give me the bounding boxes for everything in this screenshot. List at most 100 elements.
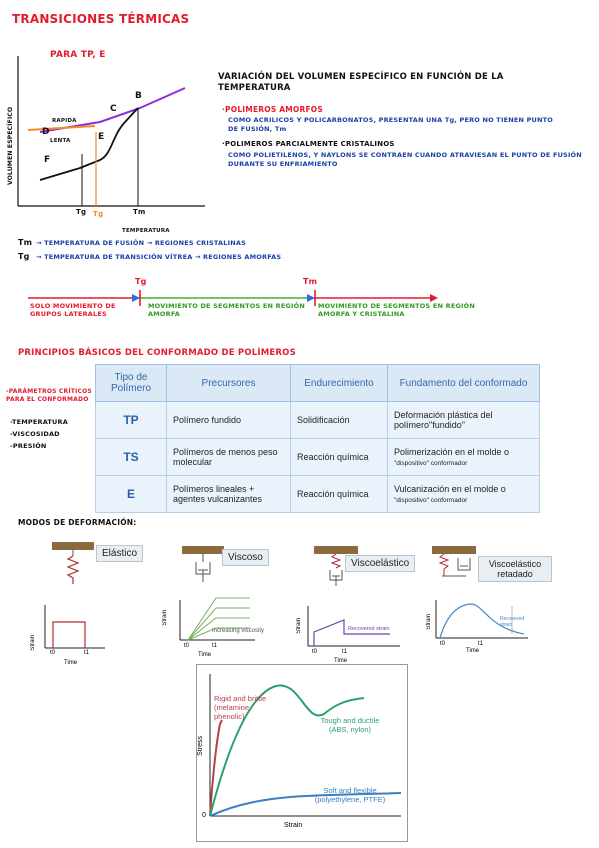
retarded-note: Recovered strain xyxy=(500,616,525,628)
stress-ylabel: Stress xyxy=(197,736,204,756)
cell-text: Polimerización en el molde o xyxy=(394,447,510,457)
table-cell: E xyxy=(95,475,167,513)
cell-note: "dispositivo" conformador xyxy=(394,497,468,504)
table-header: Endurecimiento xyxy=(290,364,388,402)
tg-definition: → TEMPERATURA DE TRANSICIÓN VÍTREA → REG… xyxy=(36,253,282,261)
tough-curve xyxy=(209,684,365,817)
page-title: TRANSICIONES TÉRMICAS xyxy=(12,12,190,26)
modes-heading: MODOS DE DEFORMACIÓN: xyxy=(18,518,137,527)
table-header: Precursores xyxy=(166,364,291,402)
table-header: Fundamento del conformado xyxy=(387,364,540,402)
conformado-table: Tipo de Polímero Precursores Endurecimie… xyxy=(95,364,540,513)
slow-cooling-curve xyxy=(39,107,139,181)
label-c: C xyxy=(110,104,117,114)
viscous-t1: t1 xyxy=(212,643,218,649)
label-tg-orange: Tg xyxy=(93,210,104,218)
table-cell: TS xyxy=(95,438,167,476)
table-row: TS Polímeros de menos peso molecular Rea… xyxy=(95,438,540,476)
retarded-label: Viscoelástico retadado xyxy=(478,556,552,582)
timeline-tm: Tm xyxy=(303,277,318,286)
label-tg: Tg xyxy=(76,208,87,216)
graph-description-heading: VARIACIÓN DEL VOLUMEN ESPECÍFICO EN FUNC… xyxy=(218,72,504,93)
transition-timeline xyxy=(28,290,438,306)
stress-strain-frame xyxy=(196,664,408,842)
viscous-time: Time xyxy=(198,652,212,658)
timeline-seg2: MOVIMIENTO DE SEGMENTOS EN REGIÓN AMORFA xyxy=(148,302,305,318)
tm-abbr: Tm xyxy=(18,238,33,247)
elastic-label: Elástico xyxy=(96,545,144,562)
param-1: -TEMPERATURA xyxy=(10,418,68,426)
stress-origin: 0 xyxy=(202,812,206,819)
page-subtitle: PARA TP, E xyxy=(50,50,106,60)
elastic-t0: t0 xyxy=(50,650,56,656)
tm-definition: → TEMPERATURA DE FUSIÓN → REGIONES CRIST… xyxy=(36,239,246,247)
viscous-note: Increasing viscosity xyxy=(212,628,265,634)
table-cell: Polímeros de menos peso molecular xyxy=(166,438,291,476)
viscous-t0: t0 xyxy=(184,643,190,649)
viscous-diagram xyxy=(179,546,255,641)
tg-abbr: Tg xyxy=(18,252,30,261)
rapid-cooling-curve xyxy=(27,125,96,131)
viscoelastic-note: Recovered strain xyxy=(348,626,390,632)
elastic-diagram xyxy=(44,542,105,649)
label-lenta: LENTA xyxy=(50,138,71,144)
table-cell: Solidificación xyxy=(290,401,388,439)
viscous-label: Viscoso xyxy=(222,549,269,566)
viscoelastic-strain: Strain xyxy=(296,618,302,634)
amorfos-title: ·POLIMEROS AMORFOS xyxy=(222,105,323,114)
label-f: F xyxy=(44,155,51,165)
table-cell: Polímero fundido xyxy=(166,401,291,439)
tough-label: Tough and ductile (ABS, nylon) xyxy=(320,716,380,734)
param-3: -PRESIÓN xyxy=(10,442,47,450)
table-row: TP Polímero fundido Solidificación Defor… xyxy=(95,401,540,439)
table-row: E Polímeros lineales + agentes vulcaniza… xyxy=(95,475,540,513)
stress-xlabel: Strain xyxy=(284,822,303,829)
retarded-time: Time xyxy=(466,648,480,654)
table-cell: Deformación plástica del polímero"fundid… xyxy=(387,401,540,439)
stress-strain-chart xyxy=(209,674,402,817)
viscoelastic-t0: t0 xyxy=(312,649,318,655)
cristalinos-text: COMO POLIETILENOS, Y NAYLONS SE CONTRAEN… xyxy=(228,151,582,168)
elastic-time: Time xyxy=(64,660,78,666)
cell-text: Vulcanización en el molde o xyxy=(394,484,506,494)
principles-heading: PRINCIPIOS BÁSICOS DEL CONFORMADO DE POL… xyxy=(18,348,296,358)
table-cell: Polímeros lineales + agentes vulcanizant… xyxy=(166,475,291,513)
label-b: B xyxy=(135,91,143,101)
timeline-seg3: MOVIMIENTO DE SEGMENTOS EN REGIÓN AMORFA… xyxy=(318,302,475,318)
label-rapida: RAPIDA xyxy=(52,118,77,124)
viscous-strain: Strain xyxy=(162,610,168,626)
table-cell: Vulcanización en el molde o "dispositivo"… xyxy=(387,475,540,513)
label-d: D xyxy=(42,127,50,137)
elastic-t1: t1 xyxy=(84,650,90,656)
params-title: -PARÁMETROS CRÍTICOS PARA EL CONFORMADO xyxy=(6,388,92,403)
table-header: Tipo de Polímero xyxy=(95,364,167,402)
timeline-seg1: SOLO MOVIMIENTO DE GRUPOS LATERALES xyxy=(30,302,116,318)
label-e: E xyxy=(98,132,105,142)
graph-xlabel: TEMPERATURA xyxy=(122,228,170,234)
table-cell: Reacción química xyxy=(290,438,388,476)
amorfos-text: COMO ACRILICOS Y POLICARBONATOS, PRESENT… xyxy=(228,116,554,133)
retarded-t1: t1 xyxy=(478,641,484,647)
viscoelastic-time: Time xyxy=(334,658,348,664)
param-2: -VISCOSIDAD xyxy=(10,430,60,438)
viscoelastic-diagram xyxy=(307,546,400,647)
rigid-curve xyxy=(209,719,223,817)
timeline-tg: Tg xyxy=(135,277,147,286)
elastic-strain: Strain xyxy=(30,635,36,651)
retarded-t0: t0 xyxy=(440,641,446,647)
label-tm: Tm xyxy=(133,208,146,216)
graph-ylabel: VOLUMEN ESPECÍFICO xyxy=(7,106,14,185)
cell-text: Deformación plástica del polímero"fundid… xyxy=(394,410,493,430)
viscoelastic-label: Viscoelástico xyxy=(345,555,416,572)
table-header-row: Tipo de Polímero Precursores Endurecimie… xyxy=(95,364,540,402)
table-cell: Polimerización en el molde o "dispositivo… xyxy=(387,438,540,476)
cell-note: "dispositivo" conformador xyxy=(394,460,468,467)
table-cell: TP xyxy=(95,401,167,439)
rigid-label: Rigid and brittle (melamine, phenolic) xyxy=(214,694,267,721)
soft-label: Soft and flexible (polyethylene, PTFE) xyxy=(314,786,386,804)
soft-curve xyxy=(209,792,402,817)
retarded-strain: Strain xyxy=(426,614,432,630)
viscoelastic-t1: t1 xyxy=(342,649,348,655)
cristalinos-title: ·POLIMEROS PARCIALMENTE CRISTALINOS xyxy=(222,140,395,148)
retarded-viscoelastic-diagram xyxy=(432,546,528,639)
